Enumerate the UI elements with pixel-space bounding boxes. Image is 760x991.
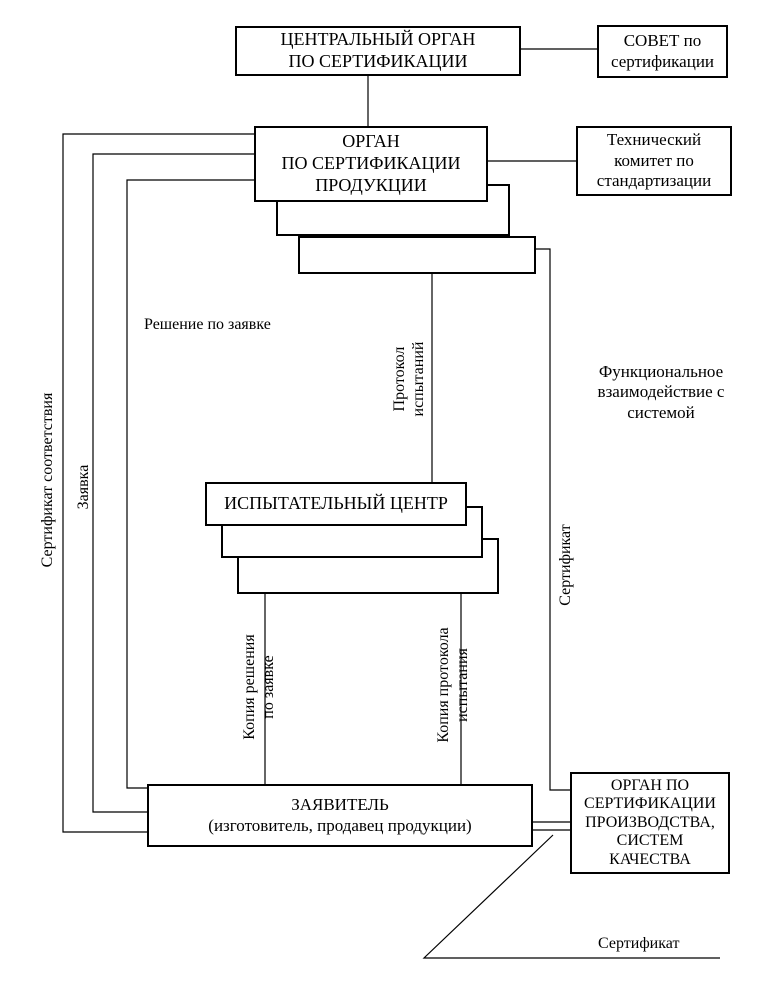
testing-center-box [205,482,467,526]
applicant-text: ЗАЯВИТЕЛЬ (изготовитель, продавец продук… [208,794,472,835]
applicant-box [147,784,533,847]
connector-certificate-bottom [422,834,720,959]
tech-committee-text: Технический комитет по стандартизации [596,129,712,191]
decision-label: Решение по заявке [144,316,271,333]
product-body-text: ОРГАН ПО СЕРТИФИКАЦИИ ПРОДУКЦИИ [281,131,461,195]
certificate-conformity-label: Сертификат соответствия [39,392,56,568]
council-text: СОВЕТ по сертификации [610,30,715,71]
certificate-right-label: Сертификат [557,524,574,606]
application-label: Заявка [75,464,92,510]
central-body-text: ЦЕНТРАЛЬНЫЙ ОРГАН ПО СЕРТИФИКАЦИИ [280,29,476,71]
functional-interaction-label: Функциональное взаимодействие с системой [597,362,725,422]
council-box [597,25,728,78]
decision-copy-label: Копия решения по заявке [241,634,278,740]
production-body-box [570,772,730,874]
product-body-stack-3 [298,236,536,274]
product-body-box [254,126,488,202]
protocol-copy-label: Копия протокола испытания [435,627,472,743]
connector-certificate-conformity [62,133,254,833]
connector-application [92,153,254,813]
tech-committee-box [576,126,732,196]
certificate-bottom-label: Сертификат [598,935,680,952]
connector-functional [536,248,570,791]
connector-decision [126,179,254,789]
central-body-box [235,26,521,76]
testing-center-text: ИСПЫТАТЕЛЬНЫЙ ЦЕНТР [224,493,448,514]
production-body-text: ОРГАН ПО СЕРТИФИКАЦИИ ПРОИЗВОДСТВА, СИСТ… [584,777,716,868]
test-protocol-label: Протокол испытаний [391,341,428,417]
